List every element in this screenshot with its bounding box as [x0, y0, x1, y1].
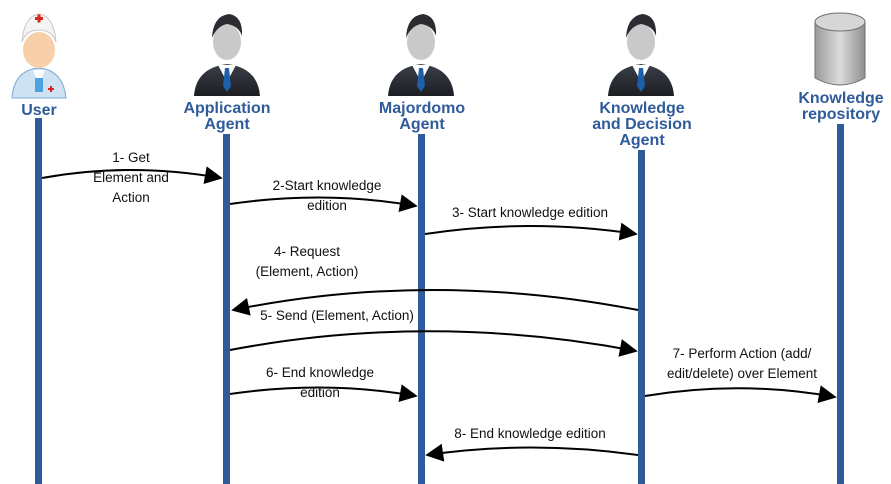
message-label-6: 6- End knowledge edition [265, 365, 375, 400]
arrow-6 [229, 384, 418, 403]
actor-label-user: User [21, 102, 57, 119]
arrow-7 [644, 385, 837, 404]
message-label-3: 3- Start knowledge edition [451, 205, 609, 220]
arrow-3 [424, 222, 638, 241]
businessman-agent-icon [608, 14, 674, 96]
lifeline-repository [837, 124, 844, 484]
message-label-7: 7- Perform Action (add/ edit/delete) ove… [666, 346, 818, 381]
actor-label-application: Application Agent [183, 100, 271, 133]
actor-label-knowledge-decision: Knowledge and Decision Agent [592, 100, 692, 149]
arrow-2 [229, 194, 418, 213]
message-label-5: 5- Send (Element, Action) [260, 308, 414, 323]
message-label-1: 1- Get Element and Action [93, 150, 169, 205]
nurse-user-icon [11, 13, 67, 99]
lifeline-majordomo [418, 134, 425, 484]
message-label-2: 2-Start knowledge edition [272, 178, 382, 213]
lifeline-knowledge-decision [638, 150, 645, 484]
database-cylinder-icon [814, 12, 866, 86]
arrow-5 [229, 330, 638, 357]
lifeline-application [223, 134, 230, 484]
arrow-8 [425, 443, 639, 462]
lifeline-user [35, 118, 42, 484]
businessman-agent-icon [388, 14, 454, 96]
arrow-1 [41, 166, 223, 185]
arrow-4 [231, 289, 639, 316]
message-label-4: 4- Request (Element, Action) [255, 244, 359, 279]
actor-label-majordomo: Majordomo Agent [378, 100, 466, 133]
actor-label-repository: Knowledge repository [798, 90, 884, 123]
message-label-8: 8- End knowledge edition [454, 426, 606, 441]
businessman-agent-icon [194, 14, 260, 96]
